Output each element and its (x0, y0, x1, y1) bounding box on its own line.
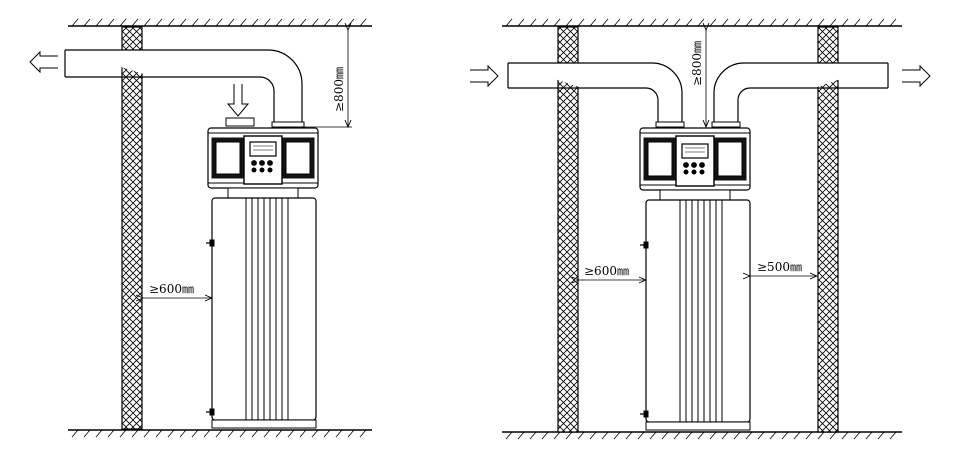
right-heat-pump-head (639, 127, 751, 191)
right-wall-right (817, 26, 839, 433)
left-ceiling (68, 18, 372, 27)
right-left-clearance-label: ≥600㎜ (584, 264, 629, 278)
right-right-clearance-label: ≥500㎜ (757, 260, 802, 274)
left-outlet-arrow (29, 50, 58, 74)
right-connector-band (659, 189, 731, 201)
right-inlet-arrow (470, 64, 499, 88)
right-floor (502, 431, 902, 440)
left-connector-band (227, 187, 299, 199)
left-floor (68, 429, 372, 438)
right-outlet-duct (711, 62, 889, 128)
left-top-clearance-label: ≥800㎜ (332, 67, 346, 112)
right-water-tank (640, 199, 751, 431)
left-installation: ≥800㎜ (29, 18, 372, 438)
right-control-panel (681, 143, 709, 175)
right-installation: ≥800㎜ (470, 18, 931, 440)
right-ceiling (502, 18, 902, 27)
right-inlet-duct (507, 62, 685, 128)
right-wall-left (557, 26, 579, 433)
left-intake-arrow (226, 84, 250, 117)
left-top-dimension (304, 30, 352, 127)
left-side-clearance-label: ≥600㎜ (149, 282, 194, 296)
right-outlet-arrow (902, 64, 931, 88)
left-water-tank (206, 197, 317, 429)
left-exhaust-duct (64, 49, 305, 128)
right-top-clearance-label: ≥800㎜ (690, 41, 704, 86)
left-wall (121, 26, 143, 430)
left-intake-grille (225, 117, 255, 127)
left-control-panel (249, 141, 277, 173)
left-heat-pump-head (207, 127, 319, 189)
